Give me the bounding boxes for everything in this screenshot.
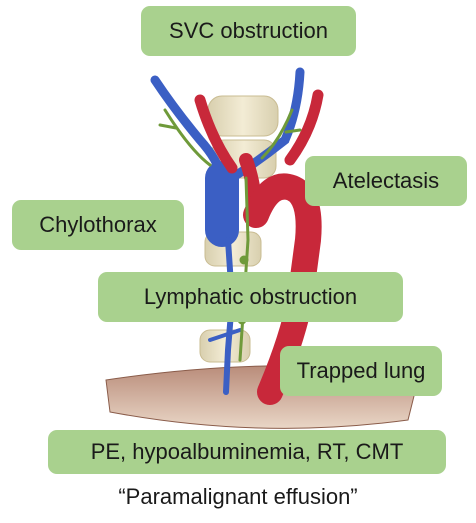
svc-obstruction-label: SVC obstruction [141, 6, 356, 56]
trapped-lung-label: Trapped lung [280, 346, 442, 396]
chylothorax-label: Chylothorax [12, 200, 184, 250]
atelectasis-label: Atelectasis [305, 156, 467, 206]
causes-label: PE, hypoalbuminemia, RT, CMT [48, 430, 446, 474]
lymphatic-obstruction-label: Lymphatic obstruction [98, 272, 403, 322]
paramalignant-effusion-caption: “Paramalignant effusion” [0, 484, 476, 510]
